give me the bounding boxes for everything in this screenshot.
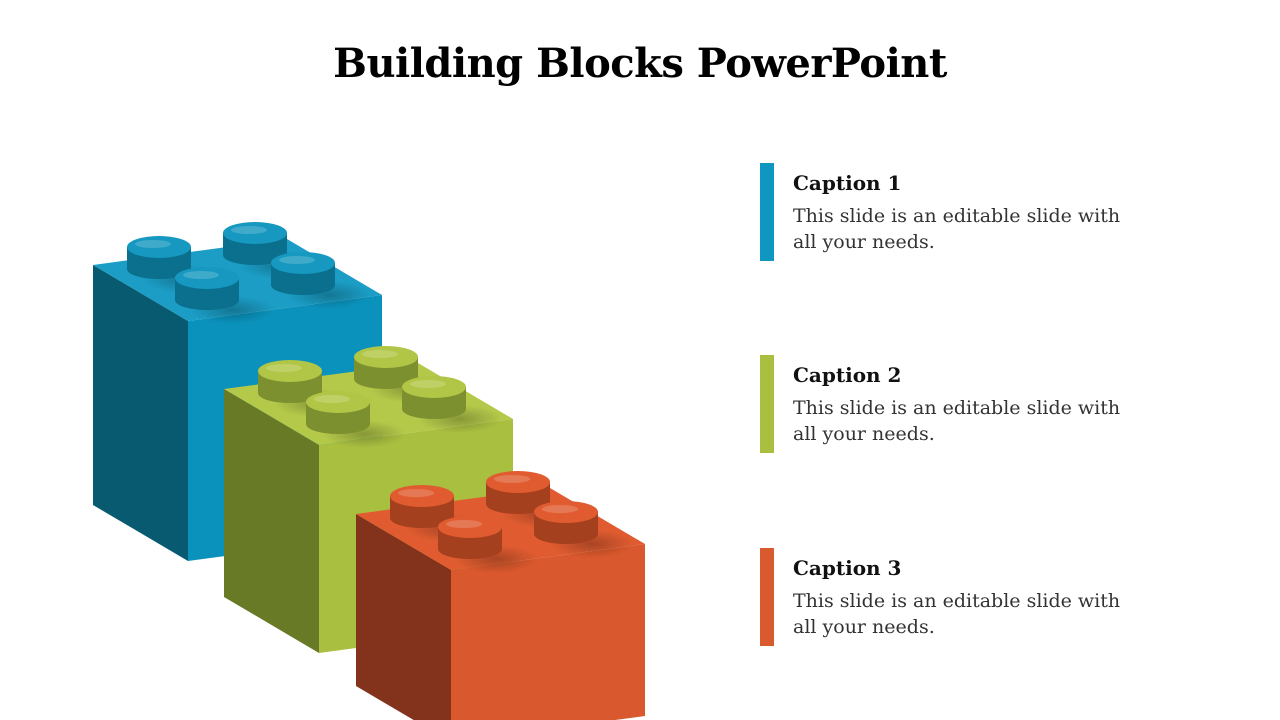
caption-3-heading: Caption 3: [793, 556, 902, 580]
block-stud: [534, 501, 634, 558]
block-stud: [306, 391, 406, 448]
block-stud: [175, 267, 275, 324]
caption-1: Caption 1 This slide is an editable slid…: [760, 163, 1160, 261]
caption-3-color-bar: [760, 548, 774, 646]
caption-3: Caption 3 This slide is an editable slid…: [760, 548, 1160, 646]
caption-1-color-bar: [760, 163, 774, 261]
block-side-face: [93, 265, 188, 561]
caption-2-heading: Caption 2: [793, 363, 902, 387]
caption-1-text: This slide is an editable slide with all…: [793, 205, 1121, 253]
block-stud: [438, 516, 538, 573]
block-side-face: [356, 514, 451, 720]
block-side-face: [224, 389, 319, 653]
caption-2-color-bar: [760, 355, 774, 453]
caption-3-text: This slide is an editable slide with all…: [793, 590, 1121, 638]
caption-2: Caption 2 This slide is an editable slid…: [760, 355, 1160, 453]
block-front-face: [451, 544, 645, 720]
slide-title: Building Blocks PowerPoint: [333, 40, 947, 87]
block-stud: [271, 252, 371, 309]
block-stud: [402, 376, 502, 433]
caption-1-heading: Caption 1: [793, 171, 902, 195]
orange-block: [356, 471, 645, 720]
caption-2-text: This slide is an editable slide with all…: [793, 397, 1121, 445]
